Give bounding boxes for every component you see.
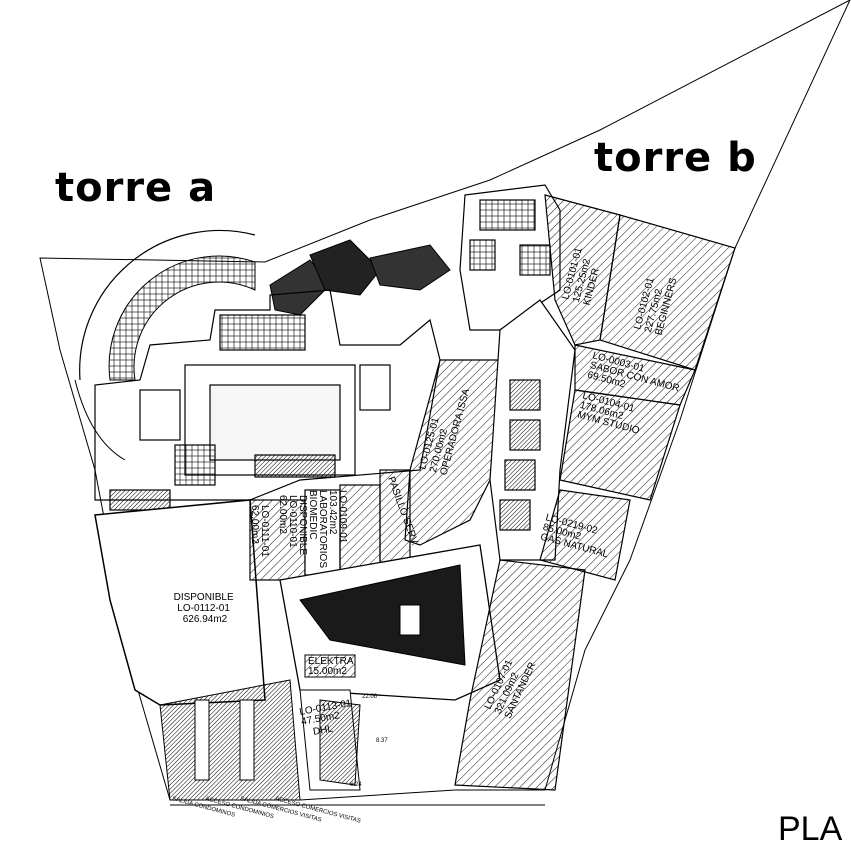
label-lo-0110: DISPONIBLE LO-0110-01 62.00m2 — [277, 495, 308, 558]
tower-b-tenants — [454, 194, 736, 791]
label-lo-0109: LO-0109-01 103.42m2 LABORATORIOS BIOMEDI… — [307, 490, 348, 571]
dimension-3: 6.24 — [350, 782, 362, 788]
building-a — [94, 289, 441, 511]
label-disponible: DISPONIBLE LO-0112-01 626.94m2 — [174, 592, 237, 625]
plan-title: PLA — [778, 810, 843, 848]
building-b — [459, 184, 576, 561]
label-elektra: ELEKTRA 15.00m2 — [308, 656, 356, 677]
roof-shapes — [269, 239, 451, 316]
label-lo-0111: LO-0111-01 62.00m2 — [249, 505, 270, 560]
space-lo-0125 — [404, 359, 501, 546]
space-elektra — [304, 654, 356, 678]
dimension-1: 22.06 — [362, 694, 378, 700]
parking-area — [159, 679, 361, 801]
small-tenants — [249, 469, 411, 581]
dimension-2: 8.37 — [376, 738, 388, 744]
tower-a-label: torre a — [55, 165, 217, 211]
tower-b-label: torre b — [594, 135, 757, 181]
